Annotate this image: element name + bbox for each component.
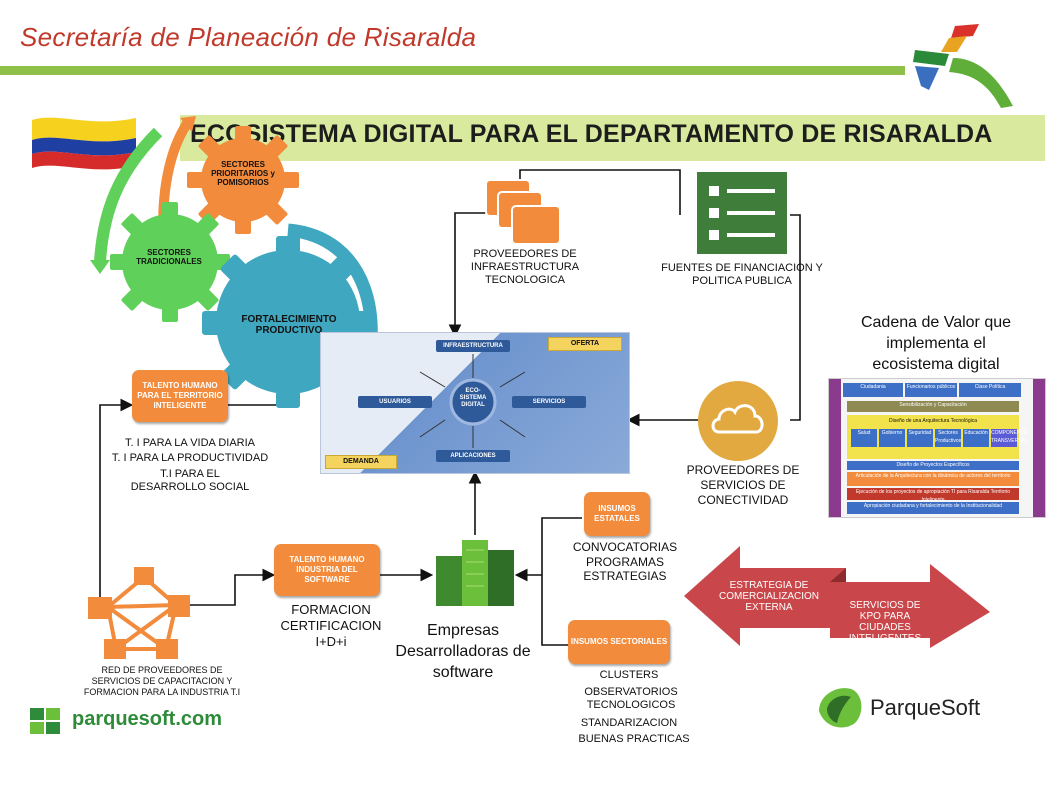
talent-territory-item: T.I PARA EL DESARROLLO SOCIAL xyxy=(130,468,250,493)
parquesoft-squares-icon xyxy=(30,708,60,734)
list-icon xyxy=(697,172,787,254)
talent-industry-item: I+D+i xyxy=(315,634,347,649)
value-chain-row1-cell: Funcionarios públicos xyxy=(905,383,957,397)
header-divider xyxy=(0,66,905,75)
talent-industry-item: FORMACION xyxy=(291,602,371,617)
value-chain-row4: Diseño de Proyectos Específicos xyxy=(847,461,1019,470)
value-chain-row3: Diseño de una Arquitectura Tecnológica xyxy=(888,418,978,424)
parquesoft-logo-icon xyxy=(819,688,862,728)
value-chain-diagram: Ciudadania Funcionarios públicos Clase P… xyxy=(828,378,1046,518)
state-inputs-box: INSUMOS ESTATALES xyxy=(584,492,650,536)
state-inputs-item: ESTRATEGIAS xyxy=(583,569,667,583)
double-arrow-graphic xyxy=(684,546,990,648)
value-chain-row3-cell: Salud xyxy=(851,429,877,447)
talent-territory-item: T. I PARA LA PRODUCTIVIDAD xyxy=(111,452,269,464)
colombia-flag-icon xyxy=(32,117,136,170)
parquesoft-url: parquesoft.com xyxy=(72,708,223,730)
value-chain-row3-cell: COMPONENTE TRANSVERSAL xyxy=(991,429,1028,447)
buildings-icon xyxy=(436,540,514,606)
infrastructure-providers-label: PROVEEDORES DE INFRAESTRUCTURA TECNOLOGI… xyxy=(470,248,580,286)
funding-sources-label: FUENTES DE FINANCIACION Y POLITICA PUBLI… xyxy=(661,262,823,287)
talent-territory-box: TALENTO HUMANO PARA EL TERRITORIO INTELI… xyxy=(132,370,228,422)
connectivity-providers-label: PROVEEDORES DE SERVICIOS DE CONECTIVIDAD xyxy=(686,463,800,507)
kpo-services-label: SERVICIOS DE KPO PARA CIUDADES INTELIGEN… xyxy=(848,600,922,644)
software-companies-label: Empresas Desarrolladoras de software xyxy=(395,622,531,681)
parquesoft-logo: ParqueSoft xyxy=(870,695,981,720)
oferta-tag: OFERTA xyxy=(548,337,622,351)
ecosystem-title-band xyxy=(180,115,1045,161)
infrastructure-providers-icon xyxy=(485,179,561,245)
aplicaciones-box: APLICACIONES xyxy=(436,450,510,462)
training-network-label: RED DE PROVEEDORES DE SERVICIOS DE CAPAC… xyxy=(83,665,241,697)
value-chain-row7: Apropiación ciudadana y fortalecimiento … xyxy=(847,502,1019,514)
talent-industry-item: CERTIFICACION xyxy=(280,618,382,633)
ecosystem-title: ECOSISTEMA DIGITAL PARA EL DEPARTAMENTO … xyxy=(190,120,993,148)
state-inputs-item: PROGRAMAS xyxy=(585,555,664,569)
gear-main-label: FORTALECIMIENTO PRODUCTIVO xyxy=(241,314,337,336)
value-chain-row6: Ejecución de los proyectos de apropiació… xyxy=(847,488,1019,503)
ecosystem-center-label: ECO-SISTEMA DIGITAL xyxy=(459,388,487,408)
value-chain-row3-cell: Sectores Productivos xyxy=(935,429,961,447)
sector-inputs-item: BUENAS PRACTICAS xyxy=(578,733,690,745)
external-commercialization-label: ESTRATEGIA DE COMERCIALIZACION EXTERNA xyxy=(718,580,819,613)
talent-territory-item: T. I PARA LA VIDA DIARIA xyxy=(124,437,255,449)
sector-inputs-item: STANDARIZACION xyxy=(580,717,678,729)
sector-inputs-box: INSUMOS SECTORIALES xyxy=(568,620,670,664)
value-chain-title: Cadena de Valor que implementa el ecosis… xyxy=(860,314,1012,373)
state-inputs-item: CONVOCATORIAS xyxy=(572,540,678,554)
sector-inputs-item: CLUSTERS xyxy=(599,669,659,681)
servicios-box: SERVICIOS xyxy=(512,396,586,408)
value-chain-row2: Sensibilización y Capacitación xyxy=(847,401,1019,412)
value-chain-row1-cell: Ciudadania xyxy=(843,383,903,397)
gear-top-label: SECTORES PRIORITARIOS y POMISORIOS xyxy=(211,160,275,187)
network-icon xyxy=(88,567,190,659)
talent-industry-box: TALENTO HUMANO INDUSTRIA DEL SOFTWARE xyxy=(274,544,380,596)
value-chain-row1-cell: Clase Política xyxy=(959,383,1021,397)
risaralda-logo-icon xyxy=(913,24,1013,108)
value-chain-row3-cell: Educación xyxy=(963,429,989,447)
sector-inputs-item: OBSERVATORIOS TECNOLOGICOS xyxy=(584,686,678,711)
cloud-icon xyxy=(698,381,778,461)
page-title: Secretaría de Planeación de Risaralda xyxy=(20,22,477,52)
value-chain-row3-cell: Seguridad xyxy=(907,429,933,447)
gear-left-label: SECTORES TRADICIONALES xyxy=(136,248,202,266)
infraestructura-box: INFRAESTRUCTURA xyxy=(436,340,510,352)
demanda-tag: DEMANDA xyxy=(325,455,397,469)
value-chain-row3-cell: Gobierno xyxy=(879,429,905,447)
usuarios-box: USUARIOS xyxy=(358,396,432,408)
panel-arrows xyxy=(419,354,526,448)
value-chain-row5: Articulación de la Arquitectura con la d… xyxy=(847,472,1019,486)
